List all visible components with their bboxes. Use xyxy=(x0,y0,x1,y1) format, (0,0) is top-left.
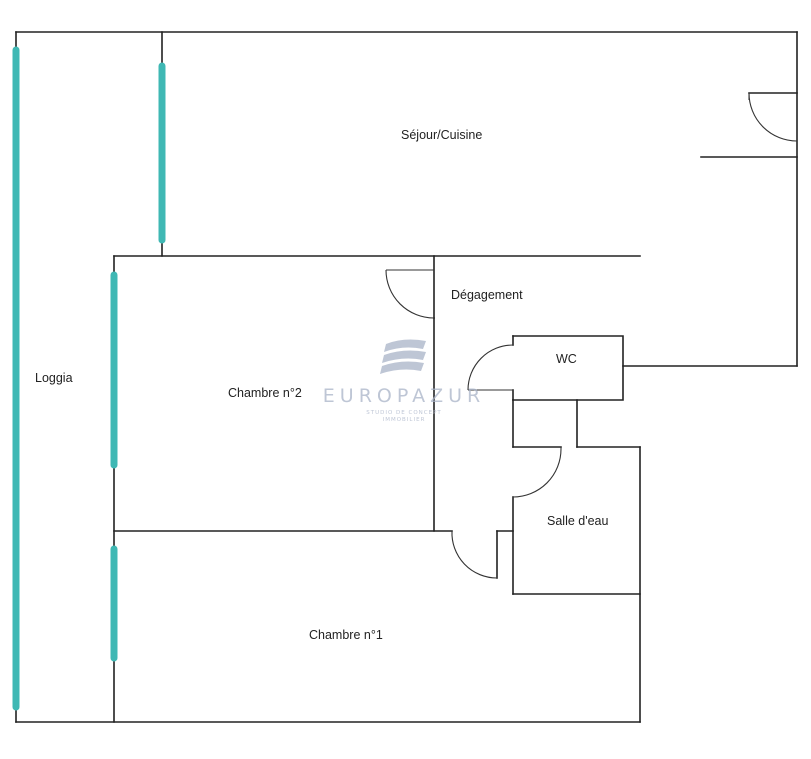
room-label-chambre1: Chambre n°1 xyxy=(309,628,383,642)
watermark-tagline-1: STUDIO DE CONCEPT xyxy=(366,410,442,416)
watermark-brand: EUROPAZUR xyxy=(323,385,485,407)
doors xyxy=(385,92,798,579)
room-labels: Séjour/Cuisine Dégagement WC Chambre n°2… xyxy=(35,128,609,642)
watermark-tagline-2: IMMOBILIER xyxy=(383,417,426,423)
room-label-degagement: Dégagement xyxy=(451,288,523,302)
door-chambre1 xyxy=(451,530,498,579)
room-label-loggia: Loggia xyxy=(35,371,73,385)
door-wc xyxy=(467,344,514,391)
wall-wc xyxy=(512,335,624,401)
watermark: EUROPAZUR STUDIO DE CONCEPT IMMOBILIER xyxy=(323,339,485,423)
room-label-chambre2: Chambre n°2 xyxy=(228,386,302,400)
door-salle-eau xyxy=(512,447,562,498)
windows xyxy=(12,46,166,711)
wave-logo-icon xyxy=(380,339,426,374)
room-label-wc: WC xyxy=(556,352,577,366)
room-label-sejour: Séjour/Cuisine xyxy=(401,128,482,142)
door-sejour xyxy=(748,92,798,142)
room-label-salle-eau: Salle d'eau xyxy=(547,514,609,528)
door-chambre2 xyxy=(385,269,435,319)
